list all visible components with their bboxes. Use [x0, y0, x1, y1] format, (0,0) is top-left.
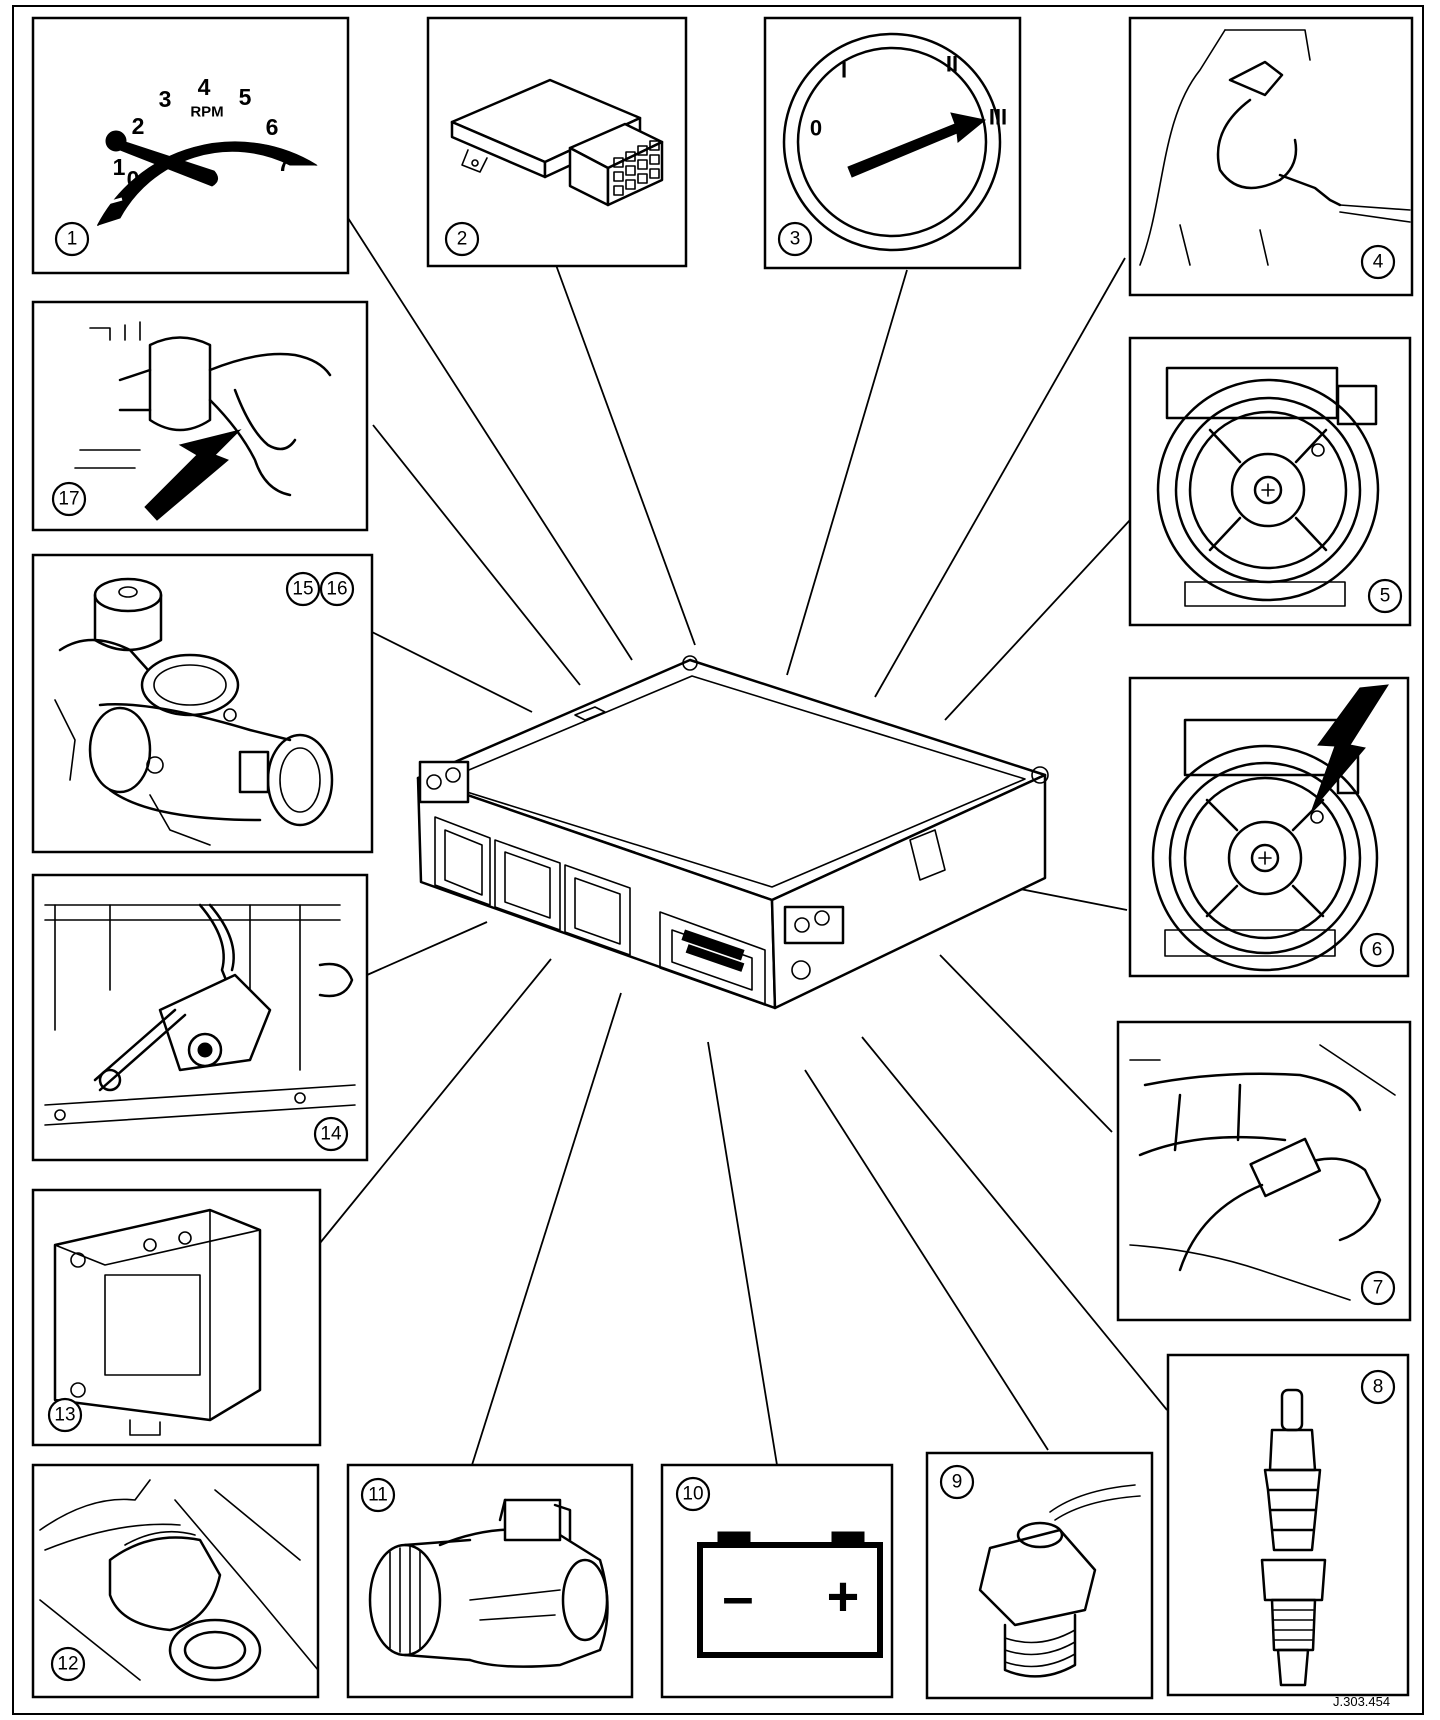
battery-minus-symbol: – [722, 1565, 753, 1628]
svg-text:15: 15 [292, 579, 313, 600]
panel-7-engine-connector [1116, 1020, 1412, 1322]
switch-position-2: II [946, 52, 958, 77]
svg-text:11: 11 [368, 1485, 388, 1506]
leader-9 [804, 1069, 1049, 1451]
panel-5-throttle-body [1128, 336, 1412, 627]
tach-label-7: 7 [278, 150, 291, 176]
callout-2: 2 [444, 221, 480, 257]
svg-text:4: 4 [1373, 252, 1384, 273]
svg-text:14: 14 [320, 1124, 342, 1145]
panel-1-tachometer: 0 1 2 3 4 5 6 7 RPM [31, 16, 350, 275]
battery-plus-symbol: + [827, 1565, 860, 1628]
leader-15-16 [371, 631, 533, 713]
figure-reference: J.303.454 [1333, 1694, 1390, 1709]
tach-label-3: 3 [159, 86, 172, 112]
callout-15: 15 [285, 571, 321, 607]
tach-label-6: 6 [266, 114, 279, 140]
svg-text:16: 16 [326, 579, 347, 600]
leader-5 [944, 519, 1131, 721]
panel-6-throttle-body-arrow [1128, 676, 1410, 978]
ecu-module [416, 655, 1049, 1010]
callout-7: 7 [1360, 1270, 1396, 1306]
panel-15-16-throttle-assembly [31, 553, 374, 854]
switch-position-1: I [841, 58, 847, 83]
callout-3: 3 [777, 221, 813, 257]
leader-17 [372, 424, 581, 686]
panel-14-transmission-switch [31, 873, 369, 1162]
svg-text:1: 1 [67, 229, 78, 250]
callout-6: 6 [1359, 932, 1395, 968]
callout-4: 4 [1360, 244, 1396, 280]
leader-14 [366, 921, 488, 976]
leader-11 [471, 992, 622, 1466]
svg-text:8: 8 [1373, 1377, 1384, 1398]
svg-text:12: 12 [57, 1654, 78, 1675]
panel-3-selector-switch: 0 I II III [763, 16, 1022, 270]
leader-6 [1014, 887, 1128, 911]
callout-10: 10 [675, 1476, 711, 1512]
callout-11: 11 [360, 1477, 396, 1513]
svg-text:9: 9 [952, 1472, 963, 1493]
svg-text:2: 2 [457, 229, 468, 250]
panel-17-connector-arrow [31, 300, 369, 532]
panel-2-control-module [426, 16, 688, 268]
callout-1: 1 [54, 221, 90, 257]
tach-needle [109, 137, 218, 187]
panel-13-abs-module [31, 1188, 322, 1447]
callout-14: 14 [313, 1116, 349, 1152]
svg-text:17: 17 [58, 489, 79, 510]
panel-4-sensor [1128, 16, 1414, 297]
tach-label-0: 0 [127, 166, 140, 192]
switch-position-3: III [989, 105, 1007, 130]
callout-12: 12 [50, 1646, 86, 1682]
svg-text:5: 5 [1380, 586, 1391, 607]
leader-4 [874, 257, 1126, 698]
callout-17: 17 [51, 481, 87, 517]
tach-label-5: 5 [239, 84, 252, 110]
callout-13: 13 [47, 1397, 83, 1433]
leader-1 [347, 217, 633, 661]
svg-text:10: 10 [682, 1484, 703, 1505]
svg-text:3: 3 [790, 229, 801, 250]
leader-7 [939, 954, 1113, 1133]
svg-text:6: 6 [1372, 940, 1383, 961]
callouts: 1 2 3 4 5 6 7 8 9 10 11 12 13 14 15 16 1… [47, 221, 1403, 1682]
leader-lines [319, 217, 1168, 1466]
leader-3 [786, 269, 908, 676]
switch-position-0: 0 [810, 116, 822, 141]
svg-text:7: 7 [1373, 1278, 1384, 1299]
tach-label-4: 4 [198, 74, 211, 100]
tach-unit-label: RPM [190, 104, 223, 121]
svg-text:13: 13 [54, 1405, 75, 1426]
leader-2 [555, 264, 696, 646]
leader-13 [319, 958, 552, 1244]
callout-5: 5 [1367, 578, 1403, 614]
leader-10 [707, 1041, 778, 1466]
panel-11-ac-compressor [346, 1463, 634, 1699]
outer-frame [12, 5, 1424, 1715]
callout-9: 9 [939, 1464, 975, 1500]
panel-8-oxygen-sensor [1166, 1353, 1410, 1697]
tach-label-1: 1 [113, 154, 126, 180]
leader-8 [861, 1036, 1168, 1411]
callout-16: 16 [319, 571, 355, 607]
tach-label-2: 2 [132, 113, 145, 139]
callout-8: 8 [1360, 1369, 1396, 1405]
